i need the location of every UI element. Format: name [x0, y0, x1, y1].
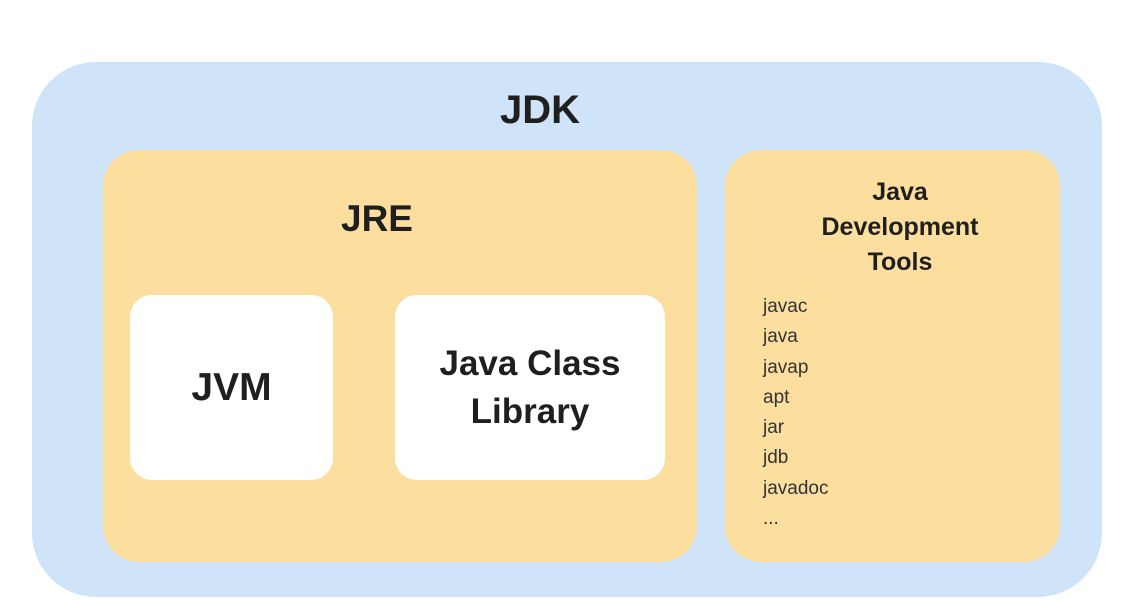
tool-item: java [763, 326, 798, 348]
dev-tools-container [725, 150, 1060, 562]
jre-title: JRE [341, 198, 413, 239]
tool-item: javadoc [763, 477, 829, 499]
tool-item: javac [763, 296, 808, 317]
dev-tools-list: javac java javap apt jar jdb javadoc ... [763, 292, 829, 534]
dev-tools-title: Java Development Tools [821, 178, 979, 276]
tool-item: ... [763, 508, 779, 530]
java-class-library-box: Java Class Library [395, 295, 665, 480]
jvm-box: JVM [130, 295, 333, 480]
jvm-label: JVM [191, 365, 272, 409]
jdk-title: JDK [499, 88, 581, 132]
tool-item: javap [763, 356, 809, 378]
tool-item: jar [763, 417, 785, 439]
tool-item: jdb [763, 447, 789, 469]
tool-item: apt [763, 386, 790, 408]
java-class-library-label: Java Class Library [439, 343, 621, 431]
